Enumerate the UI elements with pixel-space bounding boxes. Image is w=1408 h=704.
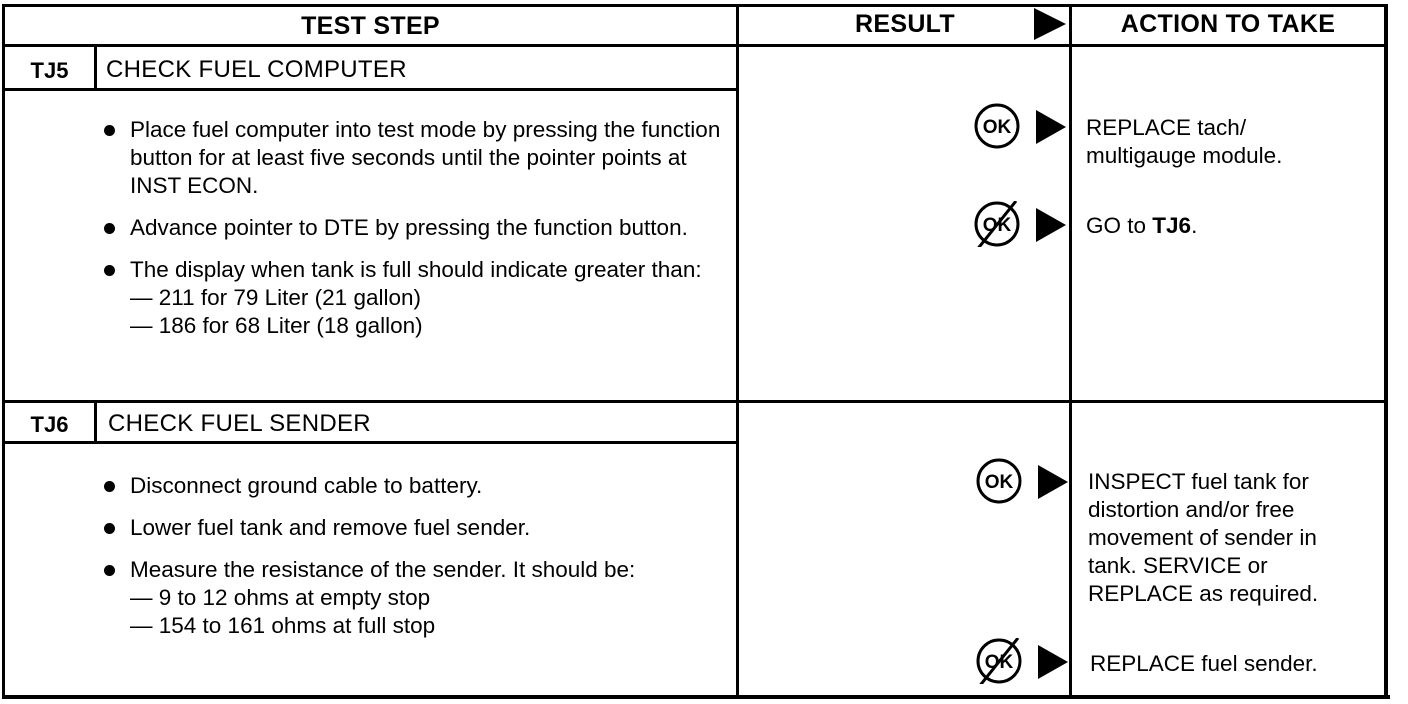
ok-icon: OK	[976, 458, 1022, 504]
step-instructions: Place fuel computer into test mode by pr…	[104, 116, 724, 354]
not-ok-icon: OK	[974, 201, 1020, 247]
sub-item: — 186 for 68 Liter (18 gallon)	[130, 313, 423, 338]
result-arrow-icon	[1038, 645, 1068, 679]
bullet-icon	[104, 481, 115, 492]
svg-text:OK: OK	[983, 117, 1012, 138]
header-action: ACTION TO TAKE	[1120, 10, 1336, 38]
ok-icon: OK	[974, 103, 1020, 149]
bullet-icon	[104, 523, 115, 534]
list-item: Measure the resistance of the sender. It…	[104, 556, 724, 640]
result-arrow-icon	[1036, 110, 1066, 144]
action-text: INSPECT fuel tank for distortion and/or …	[1088, 469, 1319, 606]
step-id: TJ5	[30, 58, 69, 83]
action-text: GO to TJ6.	[1086, 213, 1198, 238]
list-item: Advance pointer to DTE by pressing the f…	[104, 214, 724, 242]
step-title: CHECK FUEL COMPUTER	[106, 56, 407, 83]
step-title: CHECK FUEL SENDER	[108, 410, 371, 437]
bullet-icon	[104, 265, 115, 276]
action-text: REPLACE fuel sender.	[1090, 651, 1318, 676]
header-arrow-icon	[1034, 8, 1066, 40]
sub-item: — 9 to 12 ohms at empty stop	[130, 585, 431, 610]
header-test-step: TEST STEP	[301, 12, 440, 40]
step-id: TJ6	[30, 412, 69, 437]
sub-item: — 211 for 79 Liter (21 gallon)	[130, 285, 421, 310]
bullet-icon	[104, 223, 115, 234]
bullet-icon	[104, 125, 115, 136]
step-instructions: Disconnect ground cable to battery. Lowe…	[104, 472, 724, 654]
bullet-icon	[104, 565, 115, 576]
result-arrow-icon	[1038, 465, 1068, 499]
not-ok-icon: OK	[976, 638, 1022, 684]
list-item: The display when tank is full should ind…	[104, 256, 724, 340]
svg-text:OK: OK	[985, 472, 1014, 493]
header-result: RESULT	[855, 10, 955, 38]
list-item: Disconnect ground cable to battery.	[104, 472, 724, 500]
result-arrow-icon	[1036, 208, 1066, 242]
list-item: Place fuel computer into test mode by pr…	[104, 116, 724, 200]
sub-item: — 154 to 161 ohms at full stop	[130, 613, 436, 638]
action-text: REPLACE tach/ multigauge module.	[1086, 115, 1283, 168]
step-reference: TJ6	[1152, 213, 1192, 238]
list-item: Lower fuel tank and remove fuel sender.	[104, 514, 724, 542]
